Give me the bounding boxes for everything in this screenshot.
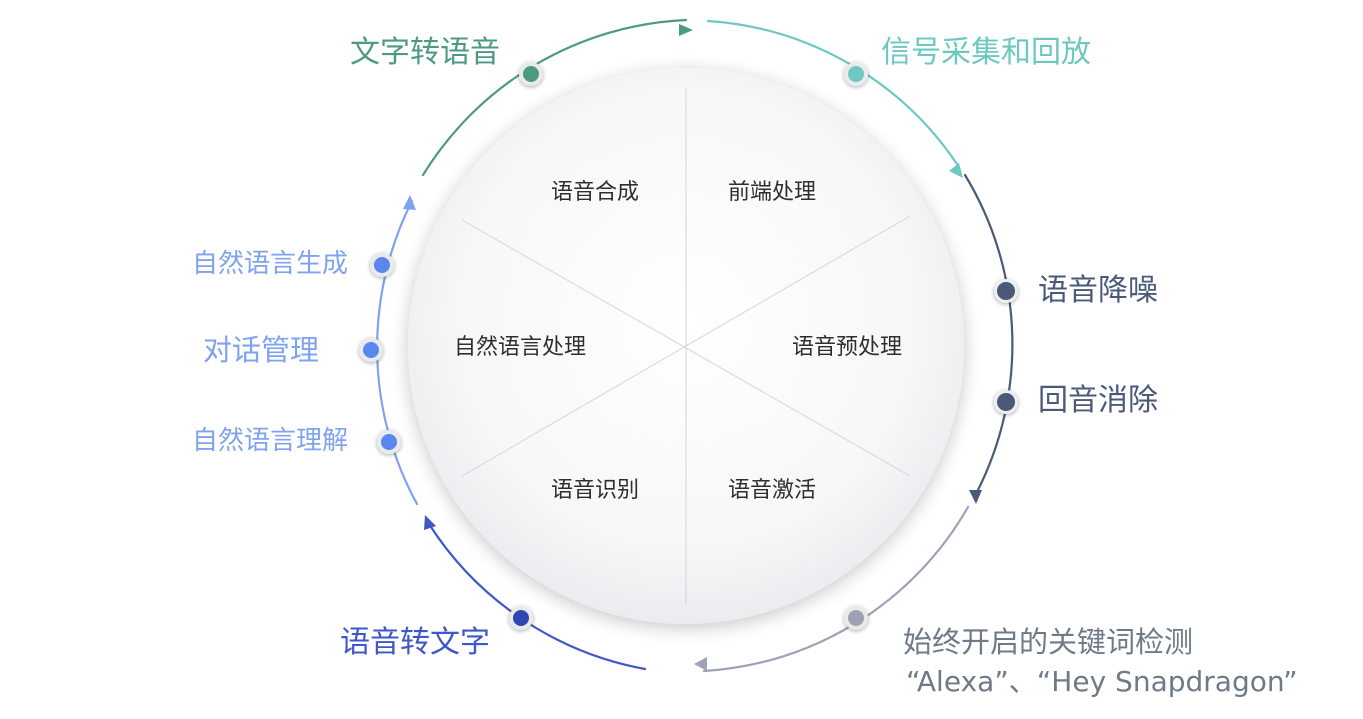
stage-label-denoise: 语音降噪 [1038,273,1158,308]
stage-dots [359,62,1018,630]
arrowhead-understanding [403,195,416,210]
stage-label-capture: 信号采集和回放 [881,35,1091,70]
stage-label-nlu: 自然语言理解 [192,426,349,456]
arrowhead-asr [424,515,436,530]
arrowhead-activation [694,657,707,671]
sector-dividers [461,88,911,605]
arc-preprocess [963,173,1014,494]
dot-denoise [994,279,1018,303]
stage-label-tts: 文字转语音 [350,35,500,70]
arrowhead-capture [949,163,963,178]
segment-label-nlp: 自然语言处理 [454,335,587,360]
segment-label-recognition: 语音识别 [551,478,640,503]
arc-capture [706,19,959,166]
segment-label-synthesis: 语音合成 [551,180,640,205]
divider-diagonal-a [461,219,911,477]
dot-nlu [377,430,401,454]
dot-capture [844,62,868,86]
segment-label-frontend: 前端处理 [728,180,817,205]
keyword-detection-examples: “Alexa”、“Hey Snapdragon” [906,665,1298,698]
stage-label-nlg: 自然语言生成 [192,249,349,279]
dot-activation [844,606,868,630]
cycle-arrowheads [403,24,982,671]
stage-label-dialog: 对话管理 [203,333,320,367]
arrowhead-tts [679,24,693,36]
segment-label-preprocess: 语音预处理 [792,335,903,360]
stage-label-asr: 语音转文字 [340,625,490,660]
keyword-detection-title: 始终开启的关键词检测 [903,625,1194,659]
dot-asr [509,606,533,630]
segment-label-activation: 语音激活 [728,478,817,503]
dot-tts [519,62,543,86]
stage-label-echo: 回音消除 [1038,383,1158,418]
divider-diagonal-b [461,215,911,477]
arrowhead-preprocess [969,490,982,504]
dot-dialog [359,338,383,362]
dot-echo [994,390,1018,414]
dot-nlg [370,253,394,277]
